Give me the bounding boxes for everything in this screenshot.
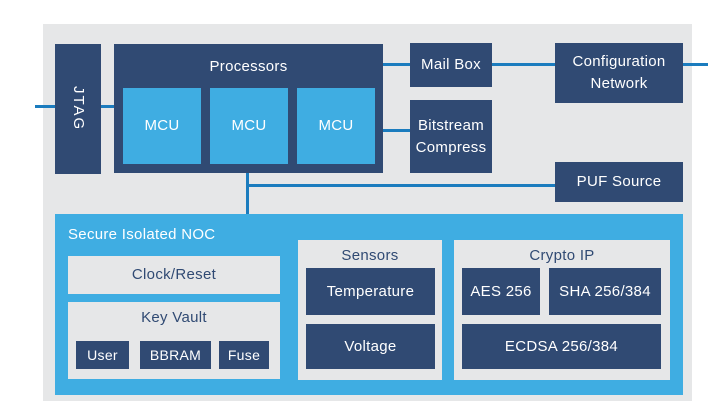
configuration-network-block: Configuration Network	[555, 43, 683, 103]
mcu-block-2: MCU	[210, 88, 288, 164]
secure-noc-title: Secure Isolated NOC	[68, 226, 216, 243]
crypto-ip-group: Crypto IP AES 256 SHA 256/384 ECDSA 256/…	[454, 240, 670, 380]
voltage-label: Voltage	[344, 337, 397, 355]
fuse-label: Fuse	[227, 347, 261, 363]
aes-label: AES 256	[470, 282, 532, 300]
bitstream-label-line2: Compress	[415, 138, 487, 156]
ecdsa-label: ECDSA 256/384	[504, 337, 619, 355]
config-label-line1: Configuration	[572, 53, 666, 70]
connector-mailbox-config	[492, 63, 556, 66]
bbram-block: BBRAM	[140, 341, 211, 369]
sensors-title: Sensors	[341, 247, 399, 264]
temperature-label: Temperature	[326, 282, 415, 300]
processors-title: Processors	[209, 58, 288, 75]
puf-source-block: PUF Source	[555, 162, 683, 202]
clock-reset-block: Clock/Reset	[68, 256, 280, 294]
mcu-block-3: MCU	[297, 88, 375, 164]
user-key-block: User	[76, 341, 129, 369]
puf-source-label: PUF Source	[576, 173, 662, 190]
sensors-group: Sensors Temperature Voltage	[298, 240, 442, 380]
fuse-block: Fuse	[219, 341, 269, 369]
mcu-label: MCU	[318, 117, 354, 134]
bbram-label: BBRAM	[149, 347, 202, 363]
bitstream-compress-block: Bitstream Compress	[410, 100, 492, 173]
ecdsa-block: ECDSA 256/384	[462, 324, 661, 369]
mailbox-block: Mail Box	[410, 43, 492, 87]
sha-label: SHA 256/384	[559, 282, 651, 300]
connector-processors-mailbox	[383, 63, 411, 66]
aes-block: AES 256	[462, 268, 540, 315]
temperature-block: Temperature	[306, 268, 435, 315]
user-key-label: User	[87, 347, 118, 363]
connector-jtag-processors	[101, 105, 115, 108]
connector-processors-bitstream	[383, 129, 411, 132]
connector-noc-puf	[246, 184, 555, 187]
jtag-block: JTAG	[55, 44, 101, 174]
voltage-block: Voltage	[306, 324, 435, 369]
connector-config-right	[683, 63, 708, 66]
mcu-block-1: MCU	[123, 88, 201, 164]
mcu-label: MCU	[231, 117, 267, 134]
connector-left-jtag	[35, 105, 56, 108]
key-vault-title: Key Vault	[141, 309, 207, 326]
sha-block: SHA 256/384	[549, 268, 661, 315]
bitstream-label-line1: Bitstream	[417, 116, 485, 134]
crypto-ip-title: Crypto IP	[529, 247, 595, 264]
connector-processors-noc	[246, 172, 249, 215]
secure-noc-block: Secure Isolated NOC Clock/Reset Key Vaul…	[55, 214, 683, 395]
jtag-label: JTAG	[70, 86, 87, 132]
clock-reset-label: Clock/Reset	[131, 266, 217, 283]
mailbox-label: Mail Box	[421, 56, 481, 73]
mcu-label: MCU	[144, 117, 180, 134]
config-label-line2: Network	[590, 75, 648, 92]
key-vault-group: Key Vault User BBRAM Fuse	[68, 302, 280, 379]
